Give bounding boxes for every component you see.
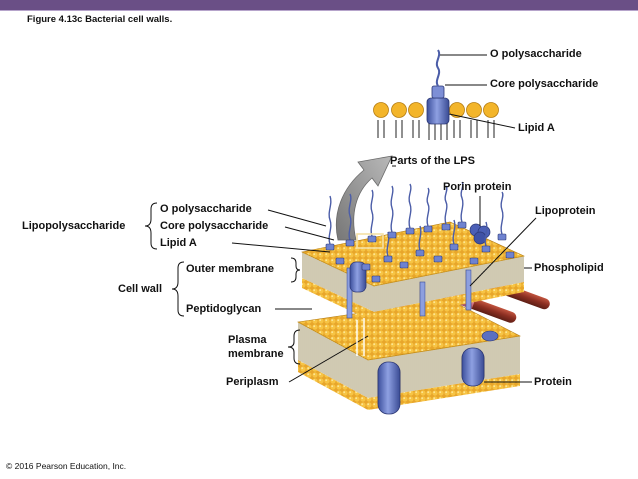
label-lps-core-polysaccharide: Core polysaccharide	[490, 78, 599, 90]
label-o-polysaccharide: O polysaccharide	[160, 203, 252, 215]
label-porin-protein: Porin protein	[443, 181, 512, 193]
caption-parts-of-lps: Parts of the LPS	[390, 155, 475, 167]
label-periplasm: Periplasm	[226, 376, 279, 388]
header-rule	[0, 10, 638, 11]
label-lps-lipid-a: Lipid A	[518, 122, 555, 134]
label-braces	[144, 202, 301, 365]
lps-inset-lipid-a	[426, 97, 450, 140]
porin-proteins	[349, 223, 491, 293]
label-lipid-a: Lipid A	[160, 237, 197, 249]
label-protein: Protein	[534, 376, 572, 388]
label-plasma-line1: Plasma	[228, 334, 267, 346]
leader-lines	[231, 165, 537, 383]
brace-cell-wall	[171, 261, 185, 317]
outer-membrane	[301, 221, 525, 322]
label-lipopolysaccharide: Lipopolysaccharide	[22, 220, 126, 232]
leader-lines-inner	[356, 318, 365, 356]
lps-inset-core	[431, 85, 445, 99]
lipoproteins	[346, 267, 472, 319]
brace-lipopolysaccharide	[144, 202, 158, 250]
figure-title: Figure 4.13c Bacterial cell walls.	[27, 14, 173, 25]
label-outer-membrane: Outer membrane	[186, 263, 275, 275]
brace-outer-membrane	[290, 257, 301, 283]
label-lipoprotein: Lipoprotein	[535, 205, 596, 217]
plasma-membrane-proteins	[377, 330, 499, 415]
label-peptidoglycan: Peptidoglycan	[186, 303, 262, 315]
lps-molecules-surface	[328, 181, 504, 257]
header-bar	[0, 0, 638, 10]
lps-inset-lipid-heads	[373, 102, 499, 138]
label-cell-wall: Cell wall	[118, 283, 163, 295]
lps-inset	[373, 49, 516, 140]
label-phospholipid: Phospholipid	[534, 262, 604, 274]
copyright-notice: © 2016 Pearson Education, Inc.	[6, 461, 127, 471]
lps-inset-o-chain	[435, 49, 441, 87]
lps-highlight-box	[356, 233, 384, 249]
label-plasma-line2: membrane	[228, 348, 284, 360]
lps-core-blocks	[325, 221, 515, 283]
lps-inset-leaders	[440, 54, 516, 129]
zoom-arrow	[335, 155, 393, 241]
label-lps-o-polysaccharide: O polysaccharide	[490, 48, 582, 60]
plasma-membrane	[297, 299, 521, 410]
brace-plasma-membrane	[287, 329, 301, 365]
label-core-polysaccharide: Core polysaccharide	[160, 220, 269, 232]
